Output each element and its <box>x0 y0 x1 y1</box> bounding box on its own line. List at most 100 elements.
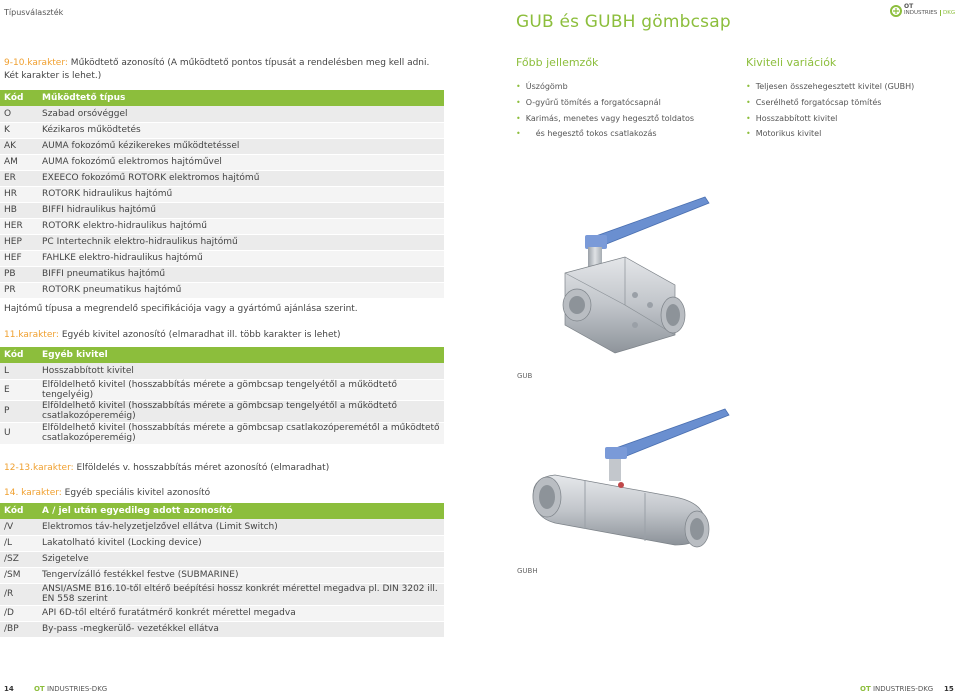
other-intro-prefix: 11.karakter: <box>4 330 59 340</box>
row-code: /D <box>0 605 38 622</box>
variations-list: Teljesen összehegesztett kivitel (GUBH) … <box>746 79 956 142</box>
footer-right: OT INDUSTRIES-DKG <box>860 685 933 693</box>
actuator-intro-text: Működtető azonosító (A működtető pontos … <box>4 58 430 81</box>
row-code: E <box>0 379 38 401</box>
features-list: Úszógömb O-gyűrű tömítés a forgatócsapná… <box>516 79 726 142</box>
variation-item: Teljesen összehegesztett kivitel (GUBH) <box>746 79 956 95</box>
row-code: HER <box>0 218 38 235</box>
features-title: Főbb jellemzők <box>516 56 599 69</box>
row-code: HR <box>0 186 38 203</box>
grounding-prefix: 12-13.karakter: <box>4 463 74 473</box>
footer-right-brand: OT <box>860 685 871 693</box>
row-code: L <box>0 363 38 380</box>
row-description: Szigetelve <box>38 551 444 568</box>
row-code: /BP <box>0 621 38 638</box>
footer-left-brand: OT <box>33 685 45 693</box>
row-code: HEP <box>0 234 38 251</box>
row-description: ROTORK hidraulikus hajtómű <box>38 186 444 203</box>
row-code: PR <box>0 282 38 299</box>
row-description: Elföldelhető kivitel (hosszabbítás méret… <box>38 422 444 445</box>
feature-item: O-gyűrű tömítés a forgatócsapnál <box>516 95 726 111</box>
row-description: BIFFI pneumatikus hajtómű <box>38 266 444 283</box>
feature-item: Karimás, menetes vagy hegesztő toldatos <box>516 111 726 127</box>
special-table: Kód A / jel után egyedileg adott azonosí… <box>0 503 444 638</box>
row-description: EXEECO fokozómű ROTORK elektromos hajtóm… <box>38 170 444 187</box>
page-title: GUB és GUBH gömbcsap <box>516 12 731 32</box>
row-description: AUMA fokozómű elektromos hajtóművel <box>38 154 444 171</box>
row-code: HB <box>0 202 38 219</box>
row-description: ROTORK elektro-hidraulikus hajtómű <box>38 218 444 235</box>
logo-top-text: OT <box>904 3 914 10</box>
row-description: Elföldelhető kivitel (hosszabbítás méret… <box>38 400 444 423</box>
row-description: Tengervízálló festékkel festve (SUBMARIN… <box>38 567 444 584</box>
row-code: K <box>0 122 38 139</box>
actuator-head-code: Kód <box>0 90 38 106</box>
row-code: AM <box>0 154 38 171</box>
row-code: P <box>0 400 38 423</box>
gub-label: GUB <box>517 372 533 380</box>
special-intro-text: Egyéb speciális kivitel azonosító <box>61 488 211 498</box>
footer-left: 14 OT INDUSTRIES-DKG <box>4 685 107 693</box>
other-head-code: Kód <box>0 347 38 363</box>
special-intro-prefix: 14. karakter: <box>4 488 62 498</box>
row-code: O <box>0 106 38 123</box>
row-description: PC Intertechnik elektro-hidraulikus hajt… <box>38 234 444 251</box>
row-description: API 6D-től eltérő furatátmérő konkrét mé… <box>38 605 444 622</box>
logo-bottom-text: INDUSTRIES <box>904 10 938 16</box>
actuator-intro: 9-10.karakter: Működtető azonosító (A mű… <box>4 57 444 83</box>
page-number-right: 15 <box>944 685 954 693</box>
other-intro: 11.karakter: Egyéb kivitel azonosító (el… <box>4 330 341 340</box>
other-head-desc: Egyéb kivitel <box>38 347 444 363</box>
row-description: Kézikaros működtetés <box>38 122 444 139</box>
gubh-valve-image <box>532 408 730 548</box>
feature-item: Úszógömb <box>516 79 726 95</box>
row-description: Elföldelhető kivitel (hosszabbítás méret… <box>38 379 444 401</box>
section-label: Típusválaszték <box>4 8 64 17</box>
grounding-line: 12-13.karakter: Elföldelés v. hosszabbít… <box>4 463 329 473</box>
row-description: BIFFI hidraulikus hajtómű <box>38 202 444 219</box>
row-description: Szabad orsóvéggel <box>38 106 444 123</box>
row-code: AK <box>0 138 38 155</box>
row-code: U <box>0 422 38 445</box>
actuator-head-desc: Működtető típus <box>38 90 444 106</box>
feature-item-text: és hegesztő tokos csatlakozás <box>535 129 657 139</box>
footer-left-brand-rest: INDUSTRIES-DKG <box>44 685 108 693</box>
row-description: Hosszabbított kivitel <box>38 363 444 380</box>
feature-item-continued: és hegesztő tokos csatlakozás <box>516 126 726 142</box>
actuator-note: Hajtómű típusa a megrendelő specifikáció… <box>4 304 358 314</box>
row-code: /SM <box>0 567 38 584</box>
row-code: /L <box>0 535 38 552</box>
grounding-text: Elföldelés v. hosszabbítás méret azonosí… <box>73 463 330 473</box>
variation-item: Motorikus kivitel <box>746 126 956 142</box>
variation-item: Cserélhető forgatócsap tömítés <box>746 95 956 111</box>
row-description: Elektromos táv-helyzetjelzővel ellátva (… <box>38 519 444 536</box>
other-intro-text: Egyéb kivitel azonosító (elmaradhat ill.… <box>58 330 341 340</box>
row-code: /V <box>0 519 38 536</box>
row-description: By-pass -megkerülő- vezetékkel ellátva <box>38 621 444 638</box>
row-code: HEF <box>0 250 38 267</box>
row-description: ROTORK pneumatikus hajtómű <box>38 282 444 299</box>
footer-right-brand-rest: INDUSTRIES-DKG <box>870 685 934 693</box>
actuator-intro-prefix: 9-10.karakter: <box>4 58 68 68</box>
row-description: AUMA fokozómű kézikerekes működtetéssel <box>38 138 444 155</box>
